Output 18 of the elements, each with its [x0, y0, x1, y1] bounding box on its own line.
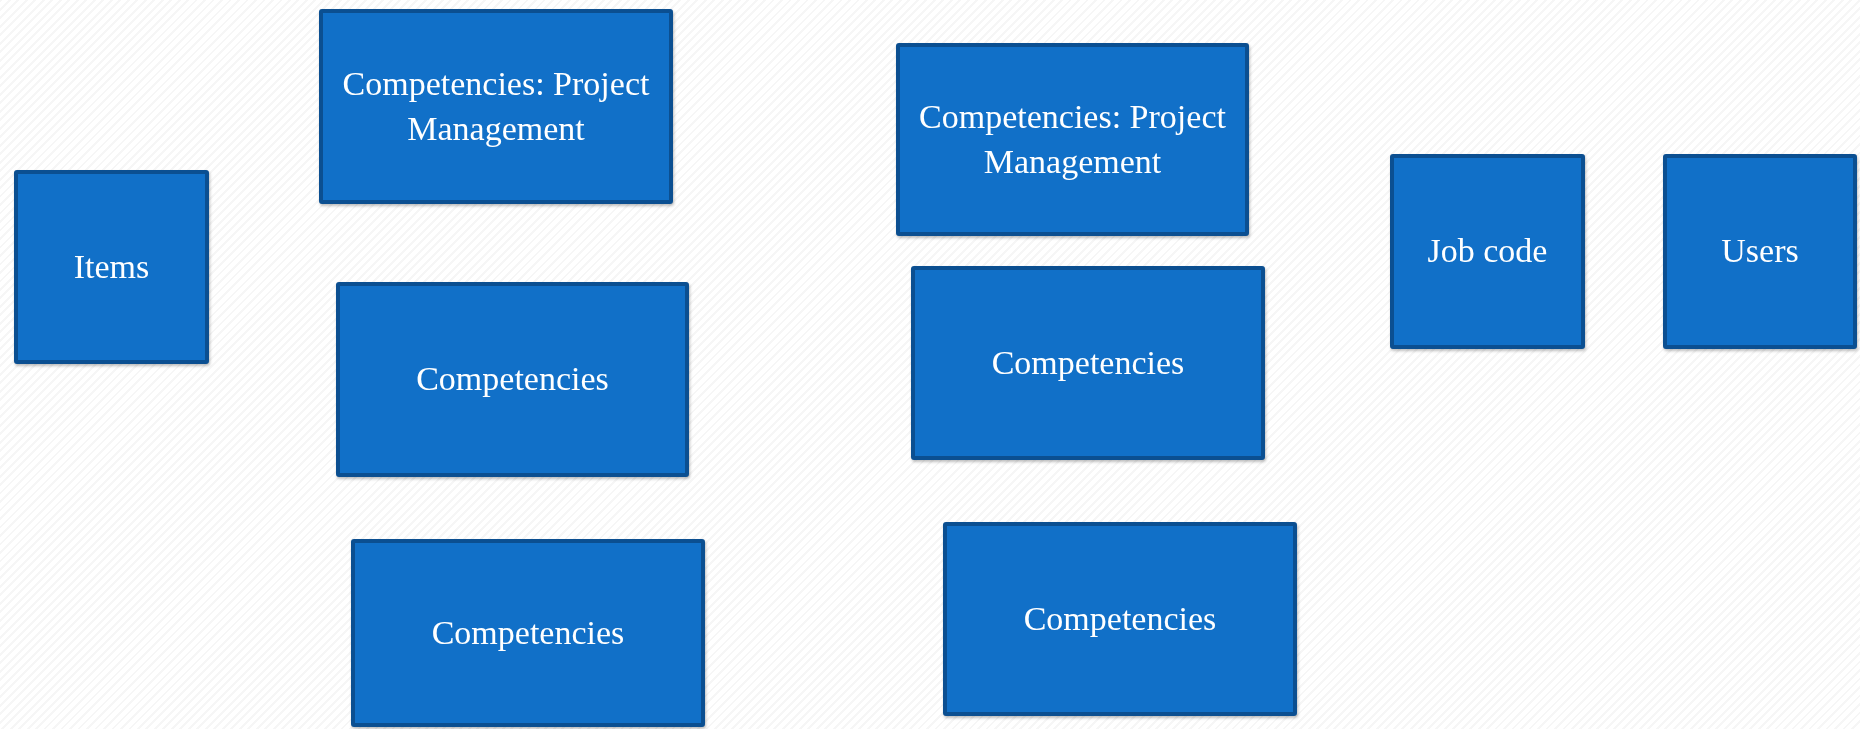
box-label: Competencies: Project Management: [341, 64, 651, 149]
box-label: Competencies: [416, 359, 609, 400]
process-box: [319, 9, 673, 204]
process-box: [14, 170, 209, 364]
box-label: Users: [1721, 231, 1799, 272]
box-label: Competencies: [431, 612, 625, 653]
process-box: [1663, 154, 1857, 349]
box-label: Items: [73, 246, 150, 287]
process-box: [896, 43, 1249, 236]
box-label: Job code: [1427, 231, 1548, 272]
process-box: [336, 282, 689, 477]
process-box: [351, 539, 705, 727]
box-label: Competencies: [991, 342, 1185, 383]
box-label: Competencies: Project Management: [918, 97, 1227, 182]
process-box: [943, 522, 1297, 716]
process-box: [1390, 154, 1585, 349]
process-box: [911, 266, 1265, 460]
box-label: Competencies: [1023, 598, 1217, 639]
